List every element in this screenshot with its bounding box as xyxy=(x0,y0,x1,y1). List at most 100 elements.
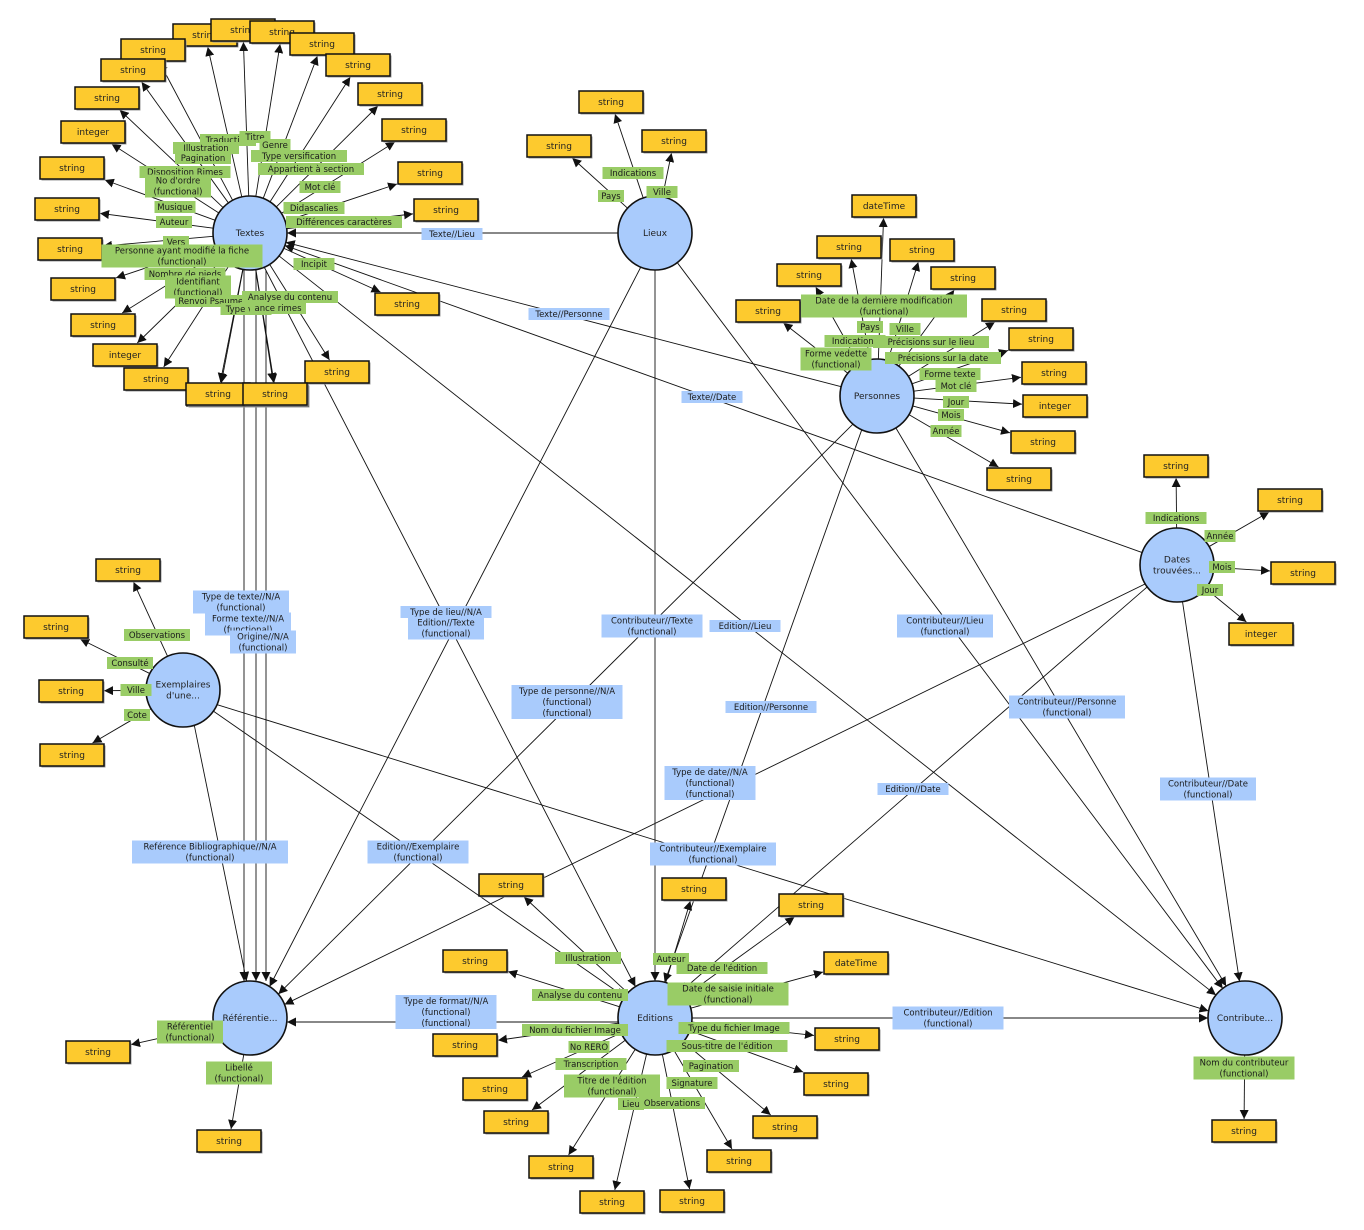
datatype-property-label-titre-de-l-edition[interactable]: Titre de l'édition(functional) xyxy=(564,1074,660,1098)
datatype-box-string[interactable]: string xyxy=(526,134,593,159)
object-property-label-contributeur-exemplaire[interactable]: Contributeur//Exemplaire(functional) xyxy=(650,842,776,866)
datatype-property-label-cote[interactable]: Cote xyxy=(124,709,150,721)
datatype-property-label-precisions-sur-le-lieu[interactable]: Précisions sur le lieu xyxy=(873,336,989,348)
datatype-property-label-type-versification[interactable]: Type versification xyxy=(251,150,347,162)
datatype-box-string[interactable]: string xyxy=(930,266,997,291)
datatype-property-label-annee[interactable]: Année xyxy=(1204,530,1236,542)
datatype-box-string[interactable]: string xyxy=(778,893,845,918)
object-property-label-texte-personne[interactable]: Texte//Personne xyxy=(528,308,610,320)
object-property-label-edition-date[interactable]: Edition//Date xyxy=(877,783,949,795)
object-property-label-reference-bibliographique-n-a[interactable]: Reférence Bibliographique//N/A(functiona… xyxy=(132,840,288,864)
datatype-property-label-musique[interactable]: Musique xyxy=(154,201,196,213)
datatype-property-label-didascalies[interactable]: Didascalies xyxy=(283,202,345,214)
datatype-box-string[interactable]: string xyxy=(641,129,708,154)
datatype-box-datetime[interactable]: dateTime xyxy=(851,194,918,219)
datatype-property-label-jour[interactable]: Jour xyxy=(943,396,969,408)
datatype-box-integer[interactable]: integer xyxy=(1022,394,1089,419)
datatype-property-label-ville[interactable]: Ville xyxy=(889,323,921,335)
datatype-box-string[interactable]: string xyxy=(478,873,545,898)
datatype-property-label-appartient-a-section[interactable]: Appartient à section xyxy=(258,163,364,175)
object-property-label-type-de-lieu-n-a[interactable]: Type de lieu//N/A xyxy=(400,606,492,618)
datatype-box-string[interactable]: string xyxy=(413,198,480,223)
datatype-property-label-date-de-saisie-initiale[interactable]: Date de saisie initiale(functional) xyxy=(667,982,789,1006)
datatype-box-string[interactable]: string xyxy=(661,877,728,902)
datatype-property-label-ville[interactable]: Ville xyxy=(646,186,678,198)
datatype-box-string[interactable]: string xyxy=(579,1190,646,1215)
datatype-box-string[interactable]: string xyxy=(1143,454,1210,479)
datatype-property-label-pagination[interactable]: Pagination xyxy=(175,152,231,164)
datatype-property-label-precisions-sur-la-date[interactable]: Précisions sur la date xyxy=(885,352,1001,364)
datatype-property-label-analyse-du-contenu[interactable]: Analyse du contenu xyxy=(532,989,628,1001)
datatype-box-string[interactable]: string xyxy=(1008,327,1075,352)
datatype-box-string[interactable]: string xyxy=(1257,488,1324,513)
datatype-box-string[interactable]: string xyxy=(706,1149,773,1174)
datatype-property-label-genre[interactable]: Genre xyxy=(259,139,291,151)
datatype-property-label-transcription[interactable]: Transcription xyxy=(555,1058,627,1070)
datatype-box-string[interactable]: string xyxy=(34,197,101,222)
datatype-box-string[interactable]: string xyxy=(776,263,843,288)
datatype-box-datetime[interactable]: dateTime xyxy=(823,951,890,976)
datatype-property-label-illustration[interactable]: Illustration xyxy=(555,952,621,964)
datatype-property-label-ance-rimes[interactable]: ance rimes xyxy=(250,302,306,314)
datatype-property-label-referentiel[interactable]: Référentiel(functional) xyxy=(157,1020,223,1044)
datatype-box-string[interactable]: string xyxy=(38,679,105,704)
datatype-box-string[interactable]: string xyxy=(578,90,645,115)
datatype-property-label-no-d-ordre[interactable]: No d'ordre(functional) xyxy=(145,174,211,198)
datatype-box-string[interactable]: string xyxy=(442,949,509,974)
datatype-box-string[interactable]: string xyxy=(74,86,141,111)
datatype-property-label-annee[interactable]: Année xyxy=(930,425,962,437)
datatype-property-label-date-de-la-derniere-modification[interactable]: Date de la dernière modification(functio… xyxy=(801,294,967,318)
datatype-box-string[interactable]: string xyxy=(889,238,956,263)
datatype-box-string[interactable]: string xyxy=(100,58,167,83)
class-node-exemplaires[interactable]: Exemplairesd'une... xyxy=(145,652,221,728)
datatype-property-label-pays[interactable]: Pays xyxy=(598,190,624,202)
object-property-label-texte-date[interactable]: Texte//Date xyxy=(681,391,743,403)
datatype-box-string[interactable]: string xyxy=(39,743,106,768)
datatype-box-string[interactable]: string xyxy=(123,367,190,392)
object-property-label-origine-n-a[interactable]: Origine//N/A(functional) xyxy=(230,630,296,654)
datatype-property-label-identifiant[interactable]: Identifiant(functional) xyxy=(165,275,231,299)
datatype-box-string[interactable]: string xyxy=(1211,1119,1278,1144)
datatype-box-string[interactable]: string xyxy=(1270,561,1337,586)
datatype-box-string[interactable]: string xyxy=(816,235,883,260)
datatype-box-string[interactable]: string xyxy=(65,1040,132,1065)
datatype-box-string[interactable]: string xyxy=(397,161,464,186)
datatype-box-string[interactable]: string xyxy=(242,382,309,407)
object-property-label-edition-lieu[interactable]: Edition//Lieu xyxy=(709,620,781,632)
datatype-property-label-differences-caracteres[interactable]: Différences caractères xyxy=(286,216,402,228)
object-property-label-contributeur-personne[interactable]: Contributeur//Personne(functional) xyxy=(1009,695,1125,719)
datatype-property-label-mois[interactable]: Mois xyxy=(938,409,964,421)
datatype-box-string[interactable]: string xyxy=(289,32,356,57)
datatype-property-label-signature[interactable]: Signature xyxy=(666,1077,718,1089)
datatype-box-string[interactable]: string xyxy=(374,292,441,317)
class-node-personnes[interactable]: Personnes xyxy=(839,358,915,434)
datatype-box-string[interactable]: string xyxy=(981,298,1048,323)
datatype-box-string[interactable]: string xyxy=(814,1027,881,1052)
datatype-box-string[interactable]: string xyxy=(1010,430,1077,455)
datatype-property-label-date-de-l-edition[interactable]: Date de l'édition xyxy=(676,962,768,974)
datatype-box-string[interactable]: string xyxy=(1021,361,1088,386)
datatype-box-string[interactable]: string xyxy=(70,313,137,338)
object-property-label-type-de-personne-n-a[interactable]: Type de personne//N/A(functional)(functi… xyxy=(511,685,623,719)
datatype-property-label-auteur[interactable]: Auteur xyxy=(156,216,192,228)
datatype-property-label-libelle[interactable]: Libellé(functional) xyxy=(206,1061,272,1085)
datatype-box-integer[interactable]: integer xyxy=(1228,622,1295,647)
object-property-label-texte-lieu[interactable]: Texte//Lieu xyxy=(421,228,483,240)
datatype-property-label-illustration[interactable]: Illustration xyxy=(173,142,239,154)
datatype-property-label-indications[interactable]: Indications xyxy=(602,167,664,179)
datatype-property-label-no-rero[interactable]: No RERO xyxy=(568,1041,610,1053)
datatype-box-string[interactable]: string xyxy=(357,82,424,107)
datatype-box-string[interactable]: string xyxy=(752,1115,819,1140)
datatype-box-integer[interactable]: integer xyxy=(92,343,159,368)
datatype-box-string[interactable]: string xyxy=(325,53,392,78)
object-property-label-type-de-texte-n-a[interactable]: Type de texte//N/A(functional) xyxy=(193,590,289,614)
datatype-box-string[interactable]: string xyxy=(304,360,371,385)
datatype-box-string[interactable]: string xyxy=(185,382,252,407)
datatype-property-label-forme-texte[interactable]: Forme texte xyxy=(919,368,981,380)
datatype-property-label-personne-ayant-modifie-la-fiche[interactable]: Personne ayant modifié la fiche(function… xyxy=(101,244,263,268)
datatype-box-string[interactable]: string xyxy=(50,277,117,302)
class-node-lieux[interactable]: Lieux xyxy=(617,195,693,271)
object-property-label-contributeur-lieu[interactable]: Contributeur//Lieu(functional) xyxy=(897,614,993,638)
object-property-label-edition-exemplaire[interactable]: Edition//Exemplaire(functional) xyxy=(367,840,469,864)
datatype-box-string[interactable]: string xyxy=(120,38,187,63)
